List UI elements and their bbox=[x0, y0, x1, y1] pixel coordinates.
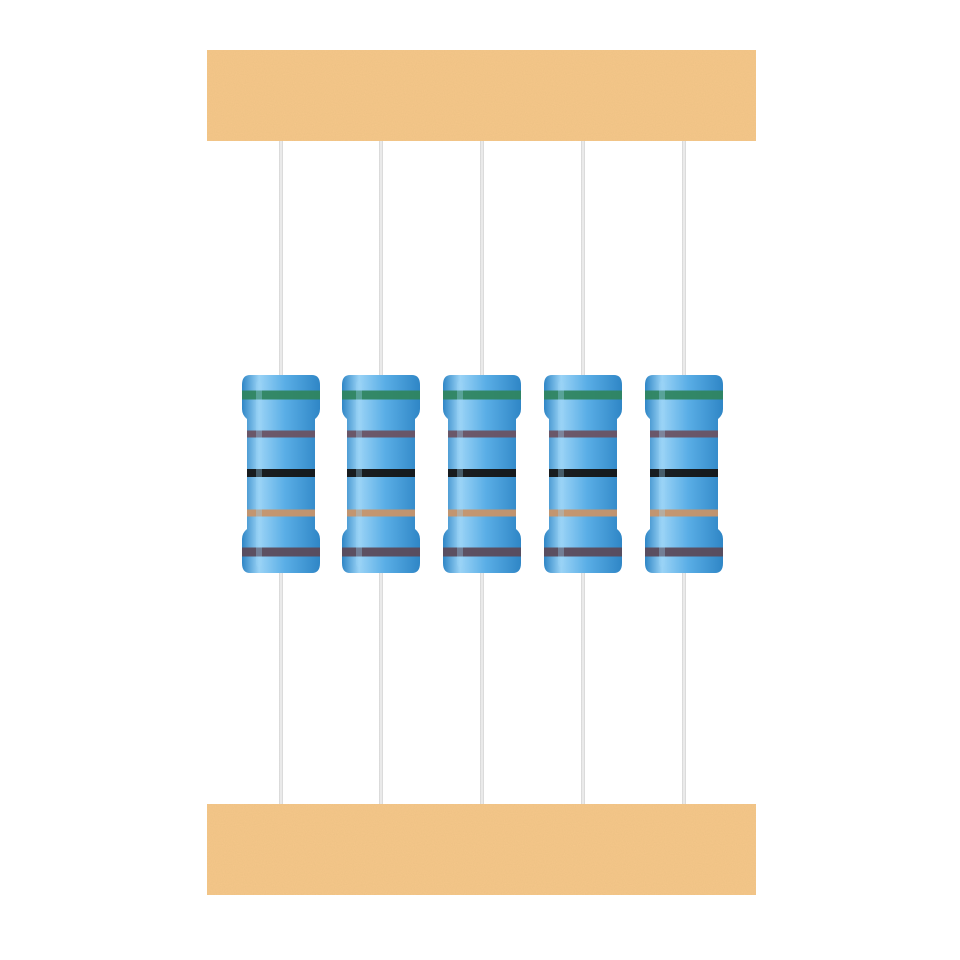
resistor-group bbox=[242, 141, 723, 804]
body-highlight bbox=[558, 381, 564, 567]
violet-band-1 bbox=[650, 430, 718, 438]
resistor bbox=[443, 141, 521, 804]
lead-top bbox=[581, 141, 585, 379]
green-band bbox=[645, 390, 723, 400]
lead-top bbox=[379, 141, 383, 379]
resistor bbox=[342, 141, 420, 804]
lead-top bbox=[682, 141, 686, 379]
orange-band bbox=[347, 509, 415, 517]
lead-bottom bbox=[480, 569, 484, 804]
green-band bbox=[443, 390, 521, 400]
violet-band-2 bbox=[645, 547, 723, 557]
black-band bbox=[549, 469, 617, 477]
black-band bbox=[247, 469, 315, 477]
top-tape bbox=[207, 50, 756, 141]
lead-bottom bbox=[379, 569, 383, 804]
violet-band-1 bbox=[347, 430, 415, 438]
orange-band bbox=[247, 509, 315, 517]
black-band bbox=[650, 469, 718, 477]
lead-top bbox=[279, 141, 283, 379]
green-band bbox=[342, 390, 420, 400]
lead-top bbox=[480, 141, 484, 379]
violet-band-1 bbox=[247, 430, 315, 438]
orange-band bbox=[549, 509, 617, 517]
violet-band-2 bbox=[443, 547, 521, 557]
body-highlight bbox=[256, 381, 262, 567]
lead-bottom bbox=[682, 569, 686, 804]
lead-bottom bbox=[581, 569, 585, 804]
violet-band-1 bbox=[448, 430, 516, 438]
green-band bbox=[544, 390, 622, 400]
orange-band bbox=[650, 509, 718, 517]
green-band bbox=[242, 390, 320, 400]
resistor bbox=[544, 141, 622, 804]
violet-band-2 bbox=[342, 547, 420, 557]
violet-band-2 bbox=[544, 547, 622, 557]
body-highlight bbox=[356, 381, 362, 567]
violet-band-1 bbox=[549, 430, 617, 438]
lead-bottom bbox=[279, 569, 283, 804]
body-highlight bbox=[457, 381, 463, 567]
body-highlight bbox=[659, 381, 665, 567]
orange-band bbox=[448, 509, 516, 517]
violet-band-2 bbox=[242, 547, 320, 557]
bottom-tape bbox=[207, 804, 756, 895]
resistor bbox=[645, 141, 723, 804]
resistor bbox=[242, 141, 320, 804]
black-band bbox=[347, 469, 415, 477]
black-band bbox=[448, 469, 516, 477]
